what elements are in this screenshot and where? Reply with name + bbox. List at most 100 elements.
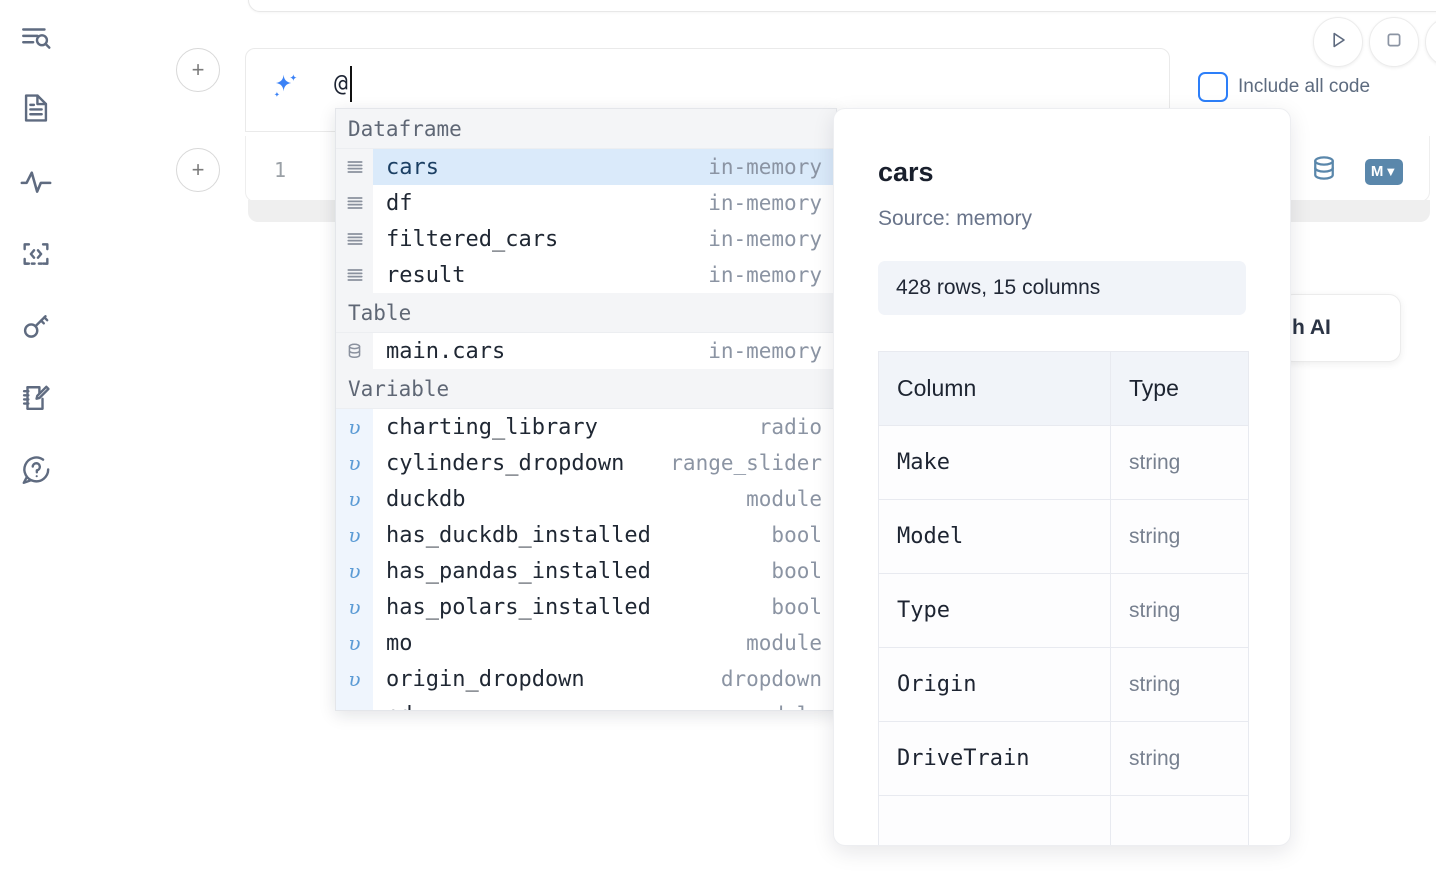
dropdown-item-name: df <box>386 190 413 216</box>
generate-with-ai-chip[interactable]: h AI <box>1281 294 1401 362</box>
cell-type-icons: M ▼ <box>1309 154 1403 189</box>
dropdown-item-kind: bool <box>771 523 822 547</box>
sidebar-item-activity[interactable] <box>10 156 62 208</box>
dropdown-item-kind: module <box>746 631 822 655</box>
sidebar-item-snippets[interactable] <box>10 228 62 280</box>
variable-icon: υ <box>336 409 373 445</box>
dropdown-item-kind: in-memory <box>708 155 822 179</box>
activity-pulse-icon <box>19 165 53 199</box>
include-all-code-label: Include all code <box>1238 76 1371 97</box>
dropdown-item-df[interactable]: df in-memory <box>336 185 836 221</box>
preview-source: Source: memory <box>878 207 1033 230</box>
file-document-icon <box>19 91 53 125</box>
dropdown-group-header: Variable <box>336 369 836 409</box>
dropdown-item-cars[interactable]: cars in-memory <box>336 149 836 185</box>
dropdown-item-name: has_polars_installed <box>386 594 651 620</box>
dataframe-rows-icon <box>336 257 373 293</box>
dropdown-item-name: charting_library <box>386 414 598 440</box>
column-name-cell: Model <box>878 499 1111 574</box>
dropdown-item-name: main.cars <box>386 338 506 364</box>
dropdown-item-kind: bool <box>771 559 822 583</box>
column-name-cell: Make <box>878 425 1111 500</box>
dropdown-item-name: cylinders_dropdown <box>386 450 625 476</box>
dropdown-item-name: cars <box>386 154 439 180</box>
ai-prompt-input[interactable]: @ <box>334 71 348 97</box>
variable-icon: υ <box>336 589 373 625</box>
sidebar-item-secrets[interactable] <box>10 300 62 352</box>
preview-title: cars <box>878 157 934 187</box>
dropdown-item-kind: range_slider <box>670 451 822 475</box>
column-name-cell <box>878 795 1111 845</box>
dropdown-item-result[interactable]: result in-memory <box>336 257 836 293</box>
variable-icon: υ <box>336 661 373 697</box>
variable-icon: υ <box>336 517 373 553</box>
dropdown-item-name: result <box>386 262 466 288</box>
sidebar-item-help[interactable] <box>10 444 62 496</box>
dropdown-item-name: mo <box>386 630 413 656</box>
dropdown-item-kind: dropdown <box>720 667 822 691</box>
add-cell-button-bottom[interactable]: + <box>176 148 220 192</box>
dataframe-rows-icon <box>336 221 373 257</box>
dropdown-item-origin-dropdown[interactable]: υ origin_dropdown dropdown <box>336 661 836 697</box>
outline-search-icon <box>19 21 53 55</box>
run-button[interactable] <box>1313 17 1363 67</box>
dropdown-item-name: duckdb <box>386 486 466 512</box>
dropdown-item-has-duckdb-installed[interactable]: υ has_duckdb_installed bool <box>336 517 836 553</box>
dropdown-item-name: has_pandas_installed <box>386 558 651 584</box>
database-icon[interactable] <box>1309 154 1339 189</box>
notebook-container-edge <box>248 0 1436 12</box>
column-type-cell: string <box>1110 499 1249 574</box>
dropdown-item-kind: in-memory <box>708 263 822 287</box>
plus-icon: + <box>191 57 205 82</box>
preview-stats-badge: 428 rows, 15 columns <box>878 261 1246 315</box>
markdown-badge-label: M <box>1370 163 1384 180</box>
dropdown-item-name: has_duckdb_installed <box>386 522 651 548</box>
column-name-cell: Origin <box>878 647 1111 722</box>
sidebar-item-files[interactable] <box>10 82 62 134</box>
dropdown-item-kind: in-memory <box>708 227 822 251</box>
dropdown-item-kind: module <box>746 487 822 511</box>
dropdown-group-header: Dataframe <box>336 109 836 149</box>
column-type-cell: string <box>1110 573 1249 648</box>
markdown-icon[interactable]: M ▼ <box>1365 158 1403 185</box>
column-type-cell: string <box>1110 721 1249 796</box>
column-header-type: Type <box>1110 351 1249 426</box>
column-type-cell <box>1110 795 1249 845</box>
dropdown-item-name: origin_dropdown <box>386 666 585 692</box>
dropdown-item-name: pd <box>373 703 413 711</box>
sidebar-item-scratchpad[interactable] <box>10 372 62 424</box>
variable-icon: υ <box>336 445 373 481</box>
column-name-cell: Type <box>878 573 1111 648</box>
dataframe-preview-panel: cars Source: memory 428 rows, 15 columns… <box>833 108 1291 846</box>
download-arrow-icon: ▼ <box>1384 164 1398 179</box>
dropdown-item-has-polars-installed[interactable]: υ has_polars_installed bool <box>336 589 836 625</box>
dropdown-item-pd[interactable]: υpdmodule <box>336 697 836 711</box>
more-options-button[interactable] <box>1425 17 1436 67</box>
sidebar-item-explore[interactable] <box>10 12 62 64</box>
database-icon <box>336 333 373 369</box>
notebook-edit-icon <box>19 381 53 415</box>
dropdown-item-cylinders-dropdown[interactable]: υ cylinders_dropdown range_slider <box>336 445 836 481</box>
dropdown-item-kind: in-memory <box>708 191 822 215</box>
stop-button[interactable] <box>1369 17 1419 67</box>
column-type-cell: string <box>1110 647 1249 722</box>
column-type-cell: string <box>1110 425 1249 500</box>
include-all-code-row[interactable]: Include all code <box>1198 72 1370 102</box>
include-all-code-checkbox[interactable] <box>1198 72 1228 102</box>
dropdown-item-kind: bool <box>771 595 822 619</box>
add-cell-button-top[interactable]: + <box>176 48 220 92</box>
stop-square-icon <box>1382 28 1406 57</box>
table-header-row: Column Type <box>878 351 1249 426</box>
variable-icon: υ <box>336 625 373 661</box>
code-brackets-icon <box>19 237 53 271</box>
